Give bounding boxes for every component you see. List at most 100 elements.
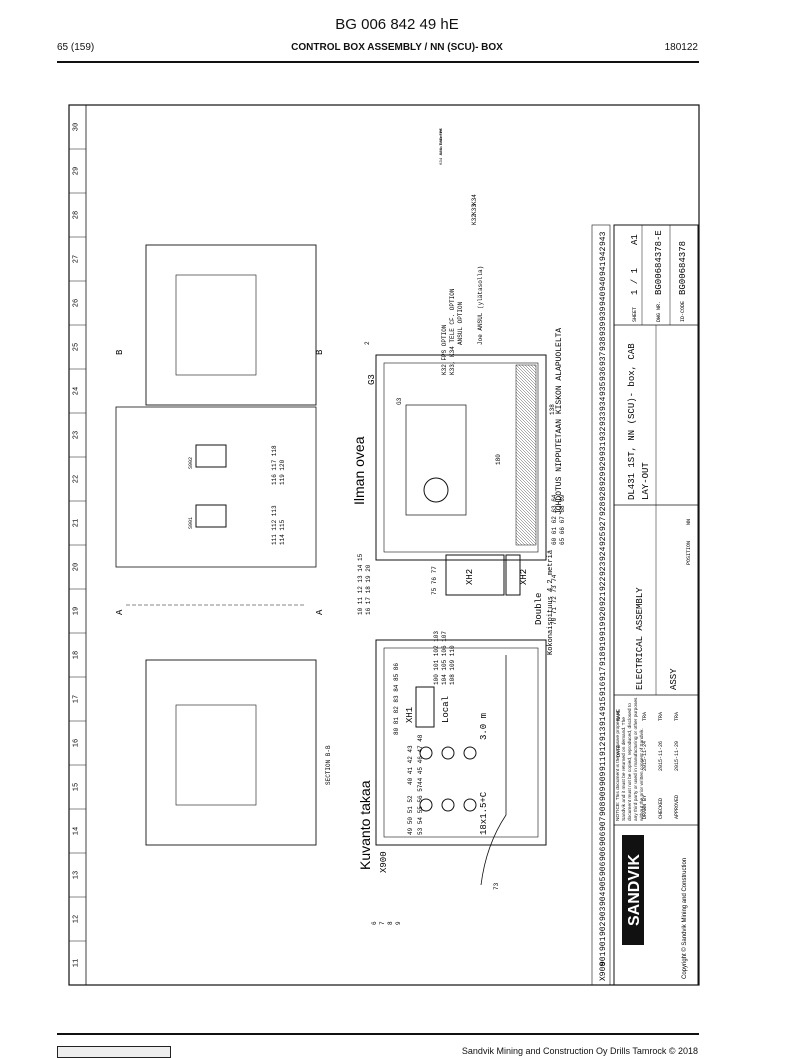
terminal-number: 936 (599, 366, 608, 381)
terminal-number: 909 (599, 771, 608, 786)
balloon-row-4: 44 45 46 47 48 (417, 734, 424, 785)
terminal-number: 941 (599, 261, 608, 276)
footer-text: Sandvik Mining and Construction Oy Drill… (461, 1046, 698, 1056)
terminal-number: 933 (599, 411, 608, 426)
terminal-number: 919 (599, 621, 608, 636)
terminal-number: 914 (599, 711, 608, 726)
ruler-number: 30 (73, 123, 81, 131)
k32-small-label: K32 FPS (440, 128, 444, 145)
ruler-number: 23 (73, 431, 81, 439)
ruler-number: 26 (73, 299, 81, 307)
title-block: SANDVIK Copyright © Sandvik Mining and C… (613, 224, 699, 986)
terminal-number: 913 (599, 726, 608, 741)
terminal-number: 927 (599, 516, 608, 531)
ruler-number: 13 (73, 871, 81, 879)
footer-logo (57, 1046, 171, 1058)
position-value: NN (686, 519, 692, 525)
terminal-number: 932 (599, 426, 608, 441)
s901-label: S901 (188, 517, 194, 529)
copyright-text: Copyright © Sandvik Mining and Construct… (681, 858, 688, 979)
terminal-number: 902 (599, 921, 608, 936)
section-a-marker: A (115, 609, 125, 615)
k34-small-label: K34 Ansul aktiv (439, 128, 444, 165)
terminal-number: 901 (599, 951, 608, 966)
ruler-number: 14 (73, 827, 81, 835)
balloon-73: 73 (493, 882, 500, 890)
rear-view: Kuvanto takaa XH1 Local 18x1.5+C 3.0 m X… (357, 639, 547, 886)
x900-label: X900 (379, 851, 389, 873)
terminal-number: 920 (599, 606, 608, 621)
item-balloons: 6 7 8 9 73 2 138 180 49 50 51 52 53 54 5… (271, 341, 566, 925)
terminal-number: 923 (599, 561, 608, 576)
xh1-label: XH1 (405, 707, 415, 723)
ruler-number: 17 (73, 695, 81, 703)
terminal-number: 943 (599, 231, 608, 246)
company-logo: SANDVIK (626, 854, 643, 926)
xh2-label-b: XH2 (519, 569, 529, 585)
xh2-connector: XH2 XH2 Double Kokonaispituus 4.2 metriä (445, 550, 555, 655)
document-code: 180122 (664, 42, 698, 53)
paper-size: A1 (630, 234, 640, 245)
section-a2-marker: A (315, 609, 325, 615)
drawing-description: DL431 1ST, NN (SCU)- box, CAB (627, 343, 637, 500)
terminal-number: 906 (599, 831, 608, 846)
sheet-label: SHEET (632, 307, 638, 322)
terminal-number: 939 (599, 321, 608, 336)
balloon-row-5: 80 81 82 83 84 85 86 (393, 663, 400, 735)
terminal-number: X900 (599, 962, 608, 981)
wiring-note: JOHDOTUS NIPPUTETAAN KISKON ALAPUOLELTA (555, 328, 564, 515)
g3-small-label: G3 (396, 397, 403, 405)
terminal-number: 906 (599, 861, 608, 876)
terminal-number: 929 (599, 456, 608, 471)
rotated-drawing: 1112131415161718192021222324252627282930… (68, 104, 700, 986)
balloon-row-14: 119 120 (279, 459, 286, 485)
terminal-number: 940 (599, 276, 608, 291)
approval-role: APPROVED (674, 795, 680, 819)
document-id: BG 006 842 49 hE (335, 16, 459, 33)
balloon-row-15: 75 76 77 (431, 566, 438, 595)
assy-label: ASSY (669, 668, 679, 690)
balloon-row-7: 104 105 106 107 (441, 631, 448, 685)
terminal-number: 940 (599, 291, 608, 306)
dwg-label: DWG NR. (656, 301, 662, 322)
joe-ansul-note: Joe ANSUL (ylätasolla) (477, 266, 484, 345)
balloon-row-2: 53 54 55 56 57 (417, 784, 424, 835)
k33-option-note: K33, K34 TELE CF. OPTION (449, 288, 456, 375)
terminal-number: 928 (599, 486, 608, 501)
front-view: Ilman ovea JOHDOTUS NIPPUTETAAN KISKON A… (351, 328, 564, 561)
g3-label: G3 (367, 374, 377, 385)
name-column-header: NAME (616, 709, 622, 721)
balloon-6: 6 (371, 921, 378, 925)
approval-name: TRA (642, 712, 648, 721)
local-label: Local (441, 696, 451, 723)
ansul-option-note: ANSUL OPTION (457, 301, 464, 345)
terminal-number: 938 (599, 336, 608, 351)
section-b-marker: B (115, 349, 125, 355)
terminal-number: 934 (599, 396, 608, 411)
ruler-number: 24 (73, 387, 81, 395)
ruler-number: 25 (73, 343, 81, 351)
terminal-number: 912 (599, 741, 608, 756)
terminal-number: 929 (599, 471, 608, 486)
balloon-row-9: 10 11 12 13 14 15 (357, 553, 364, 615)
front-view-label: Ilman ovea (351, 436, 367, 505)
approval-date: 2015-11-29 (674, 741, 680, 771)
rear-view-label: Kuvanto takaa (357, 780, 373, 870)
balloon-9: 9 (395, 921, 402, 925)
balloon-row-10: 16 17 18 19 20 (365, 564, 372, 615)
terminal-number: 915 (599, 696, 608, 711)
terminal-number: 903 (599, 906, 608, 921)
terminal-number: 909 (599, 786, 608, 801)
terminal-number: 917 (599, 666, 608, 681)
top-section-view (145, 244, 317, 406)
terminal-number: 921 (599, 591, 608, 606)
section-bb-view: SECTION B-B (145, 659, 332, 846)
terminal-number: 901 (599, 936, 608, 951)
terminal-number: 918 (599, 651, 608, 666)
id-code: BG00684378 (678, 241, 688, 295)
approval-date: 2015-11-24 (642, 741, 648, 771)
relay-callouts: K32 FPS OPTION K33, K34 TELE CF. OPTION … (396, 128, 484, 405)
terminal-number: 935 (599, 381, 608, 396)
date-column-header: DATE (616, 745, 622, 757)
